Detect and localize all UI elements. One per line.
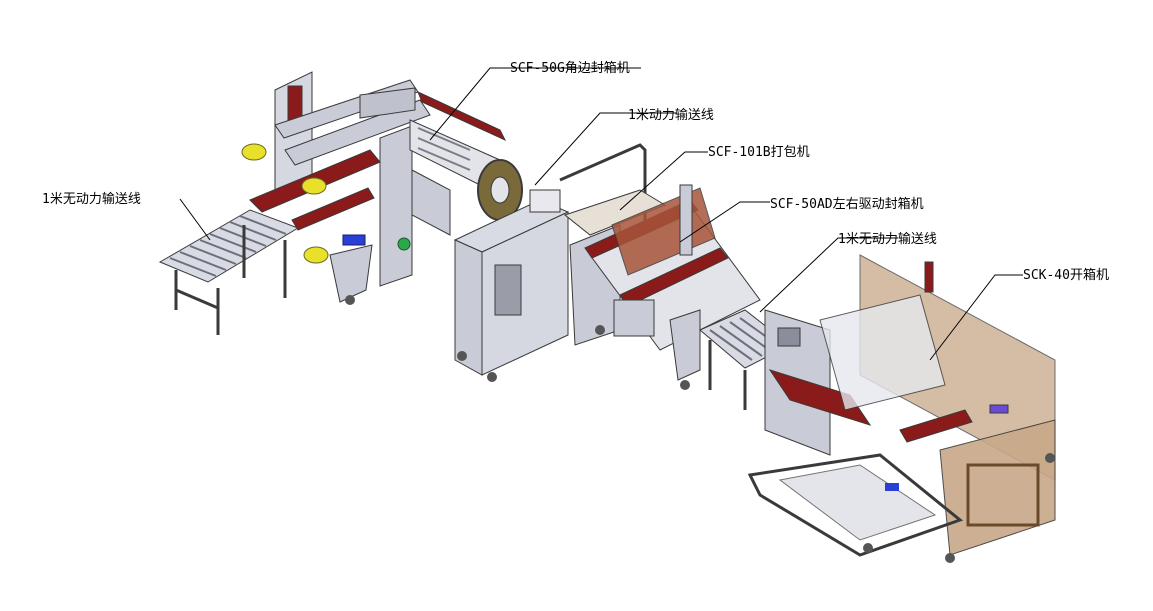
label-powered-conveyor: 1米动力输送线 (628, 107, 714, 123)
label-sck40: SCK-40开箱机 (1023, 267, 1109, 283)
label-left-unpowered-conveyor: 1米无动力输送线 (42, 191, 141, 207)
scf50ad-sealer (584, 184, 761, 390)
sck40-erector (747, 254, 1056, 563)
leader-lines (179, 67, 1023, 361)
scf50g-sealer (241, 71, 507, 305)
left-unpowered-conveyor (158, 209, 300, 335)
label-scf101b: SCF-101B打包机 (708, 145, 810, 160)
label-scf50ad: SCF-50AD左右驱动封箱机 (770, 196, 924, 212)
label-right-unpowered-conveyor: 1米无动力输送线 (838, 231, 937, 247)
label-scf50g: SCF-50G角边封箱机 (510, 60, 630, 76)
